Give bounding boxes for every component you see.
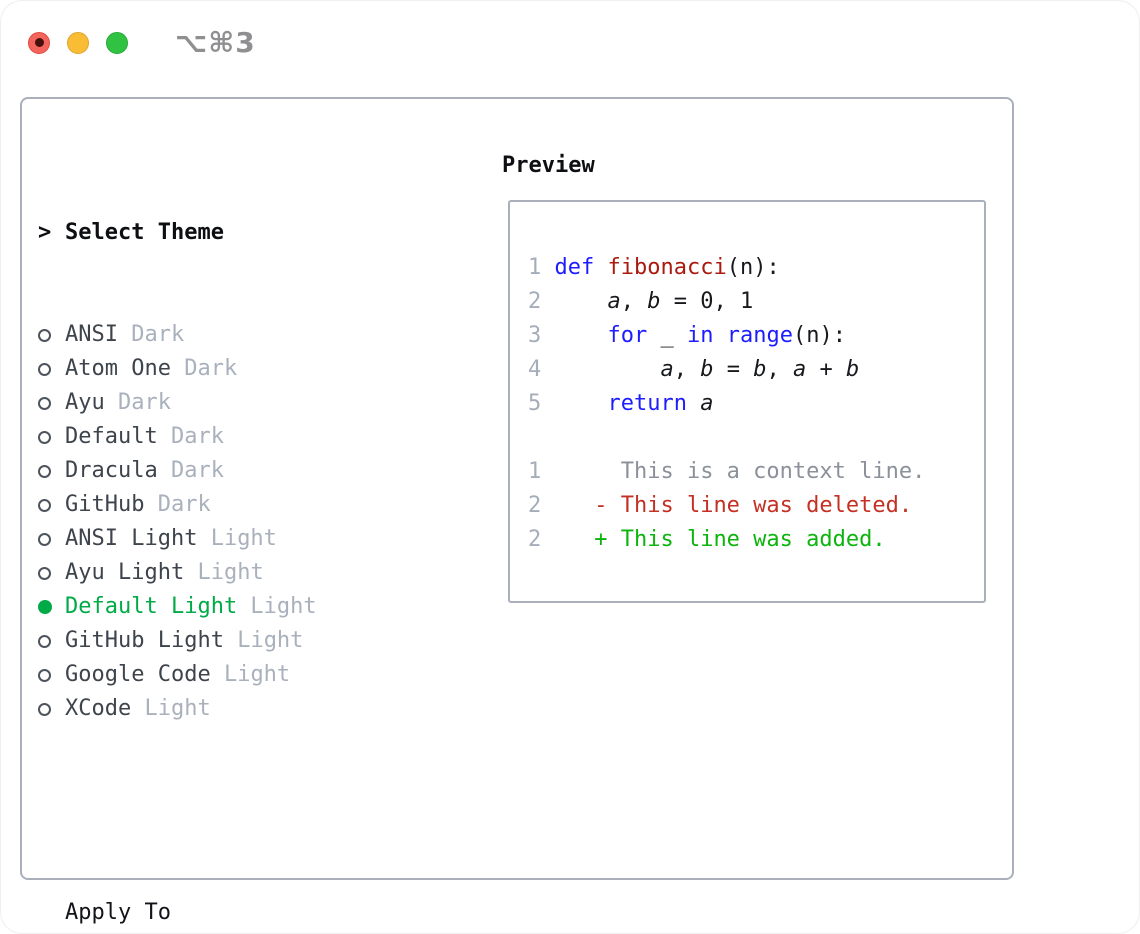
theme-variant-label: Dark <box>144 492 211 517</box>
theme-option-ansi[interactable]: ANSI Dark <box>38 318 409 352</box>
theme-option-label: GitHub <box>65 492 145 517</box>
apply-to-header: Apply To <box>38 896 409 930</box>
zoom-button[interactable] <box>106 31 128 54</box>
selection-cursor-icon: > <box>38 220 52 245</box>
radio-icon <box>38 702 65 716</box>
line-number: 5 <box>528 391 542 416</box>
line-number: 1 <box>528 255 542 280</box>
theme-variant-label: Light <box>210 662 291 687</box>
theme-option-ayu[interactable]: Ayu Dark <box>38 386 409 420</box>
theme-variant-label: Light <box>184 560 264 585</box>
theme-option-label: ANSI <box>65 322 118 347</box>
preview-header: Preview <box>502 148 595 182</box>
radio-icon <box>38 668 65 682</box>
code-line: 3 for _ in range(n): <box>528 323 846 348</box>
theme-option-xcode[interactable]: XCode Light <box>38 692 409 726</box>
code-line: 5 return a <box>528 391 714 416</box>
theme-option-github-light[interactable]: GitHub Light Light <box>38 624 409 658</box>
radio-selected-icon <box>38 600 65 614</box>
radio-icon <box>38 328 65 342</box>
theme-option-label: ANSI Light <box>65 526 198 551</box>
code-preview: 1 def fibonacci(n): 2 a, b = 0, 1 3 for _ … <box>508 200 986 603</box>
theme-option-label: Atom One <box>65 356 171 381</box>
theme-option-label: Ayu <box>65 390 105 415</box>
theme-option-label: Default <box>65 424 158 449</box>
line-number: 1 <box>528 459 542 484</box>
radio-icon <box>38 532 65 546</box>
line-number: 2 <box>528 289 542 314</box>
theme-option-default[interactable]: Default Dark <box>38 420 409 454</box>
line-number: 2 <box>528 493 542 518</box>
titlebar: ⌥⌘3 <box>28 26 256 59</box>
close-button[interactable] <box>28 31 50 54</box>
theme-variant-label: Dark <box>157 424 224 449</box>
code-line: 4 a, b = b, a + b <box>528 357 860 382</box>
theme-variant-label: Dark <box>117 322 185 347</box>
theme-variant-label: Light <box>131 696 211 721</box>
theme-variant-label: Light <box>237 594 317 619</box>
spacer-row <box>38 794 409 828</box>
theme-variant-label: Light <box>223 628 304 653</box>
radio-icon <box>38 498 65 512</box>
theme-option-dracula[interactable]: Dracula Dark <box>38 454 409 488</box>
radio-icon <box>38 396 65 410</box>
line-number: 4 <box>528 357 542 382</box>
radio-icon <box>38 634 65 648</box>
apply-to-title: Apply To <box>65 900 171 925</box>
theme-option-ansi-light[interactable]: ANSI Light Light <box>38 522 409 556</box>
radio-icon <box>38 362 65 376</box>
theme-option-google-code[interactable]: Google Code Light <box>38 658 409 692</box>
theme-variant-label: Light <box>197 526 277 551</box>
select-theme-header: > Select Theme <box>38 216 409 250</box>
select-theme-title: Select Theme <box>65 220 224 245</box>
theme-variant-label: Dark <box>104 390 171 415</box>
theme-option-label: Dracula <box>65 458 158 483</box>
preview-title: Preview <box>502 152 595 178</box>
minimize-button[interactable] <box>67 31 89 54</box>
keyboard-shortcut-label: ⌥⌘3 <box>175 26 256 59</box>
radio-icon <box>38 464 65 478</box>
radio-icon <box>38 430 65 444</box>
theme-option-label: Google Code <box>65 662 211 687</box>
theme-option-label: Ayu Light <box>65 560 185 585</box>
code-line: 2 + This line was added. <box>528 527 886 552</box>
blank-line <box>528 421 925 455</box>
theme-option-default-light[interactable]: Default Light Light <box>38 590 409 624</box>
unsaved-changes-dot-icon <box>34 38 44 47</box>
code-line: 1 def fibonacci(n): <box>528 255 780 280</box>
line-number: 3 <box>528 323 542 348</box>
code-line: 2 - This line was deleted. <box>528 493 913 518</box>
theme-option-atom-one[interactable]: Atom One Dark <box>38 352 409 386</box>
code-lines: 1 def fibonacci(n): 2 a, b = 0, 1 3 for _ … <box>528 251 925 557</box>
code-line: 1 This is a context line. <box>528 459 926 484</box>
radio-icon <box>38 566 65 580</box>
theme-option-label: Default Light <box>65 594 238 619</box>
theme-option-label: XCode <box>65 696 132 721</box>
theme-variant-label: Dark <box>170 356 238 381</box>
line-number: 2 <box>528 527 542 552</box>
theme-variant-label: Dark <box>157 458 224 483</box>
theme-option-ayu-light[interactable]: Ayu Light Light <box>38 556 409 590</box>
code-line: 2 a, b = 0, 1 <box>528 289 754 314</box>
theme-option-label: GitHub Light <box>65 628 224 653</box>
theme-option-github[interactable]: GitHub Dark <box>38 488 409 522</box>
